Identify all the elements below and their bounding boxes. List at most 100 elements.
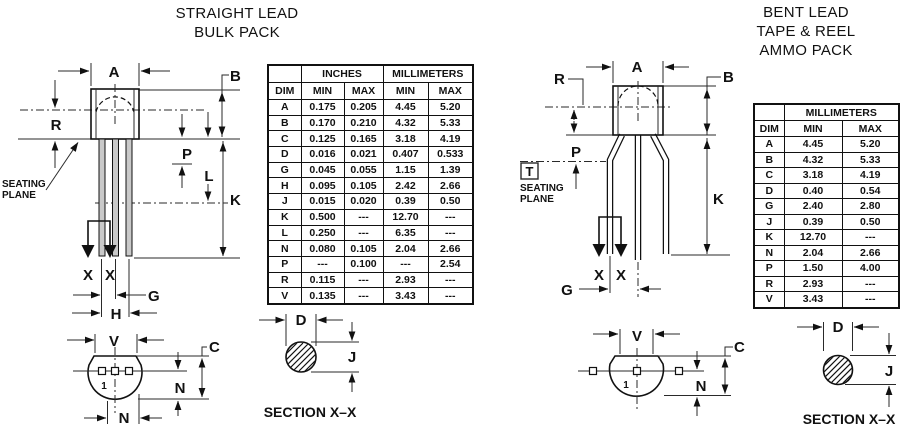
- table-cell: ---: [300, 255, 345, 273]
- table-cell: ---: [343, 208, 384, 226]
- dim-label-g: G: [148, 288, 160, 305]
- dim-label-r: R: [554, 71, 565, 88]
- corner-cell: [753, 103, 785, 121]
- table-cell: ---: [841, 275, 900, 292]
- col-header-max: MAX: [841, 120, 900, 137]
- table-cell: V: [753, 291, 785, 308]
- table-cell: 0.021: [343, 146, 384, 163]
- table-cell: 0.54: [841, 182, 900, 199]
- table-group-header-row: INCHES MILLIMETERS: [267, 64, 474, 83]
- title-line: BULK PACK: [194, 24, 280, 41]
- lead-cross-section: [822, 354, 854, 386]
- table-cell: 0.100: [343, 255, 384, 273]
- table-cell: V: [267, 287, 302, 305]
- table-cell: 4.19: [841, 167, 900, 184]
- section-label-x: X: [105, 267, 115, 284]
- dim-label-v: V: [109, 333, 119, 350]
- table-cell: ---: [841, 229, 900, 246]
- col-header-min: MIN: [382, 82, 429, 100]
- table-cell: A: [267, 99, 302, 116]
- table-cell: 5.33: [427, 114, 474, 132]
- dim-label-j: J: [885, 363, 893, 380]
- table-header-row: DIM MIN MAX MIN MAX: [267, 82, 474, 100]
- table-cell: 0.407: [382, 146, 429, 163]
- title-line: BENT LEAD: [763, 4, 849, 21]
- table-cell: 1.50: [783, 260, 843, 277]
- table-cell: R: [753, 275, 785, 292]
- table-cell: 2.66: [427, 240, 474, 257]
- section-cut-arrows: [81, 220, 117, 258]
- lead-pad: [588, 366, 598, 376]
- table-cell: 2.04: [382, 240, 429, 257]
- lead-pad: [110, 366, 120, 376]
- section-label-x: X: [83, 267, 93, 284]
- datum-t-box: [520, 162, 539, 180]
- table-cell: N: [267, 240, 302, 257]
- body-bottom-outline: [608, 355, 665, 397]
- table-cell: G: [267, 161, 302, 179]
- table-cell: ---: [427, 287, 474, 305]
- table-cell: 0.205: [343, 99, 384, 116]
- seating-plane-label: PLANE: [520, 194, 554, 205]
- straight-lead-title: STRAIGHT LEAD BULK PACK: [122, 4, 352, 42]
- table-cell: J: [753, 213, 785, 230]
- table-cell: 1.15: [382, 161, 429, 179]
- table-cell: 4.45: [382, 99, 429, 116]
- extension-lines: [520, 61, 730, 297]
- dim-label-h: H: [111, 306, 122, 323]
- table-cell: 0.135: [300, 287, 345, 305]
- package-body: [612, 81, 664, 136]
- dim-label-d: D: [833, 319, 844, 336]
- table-cell: 5.20: [841, 136, 900, 153]
- table-cell: 4.00: [841, 260, 900, 277]
- dim-label-a: A: [109, 64, 120, 81]
- table-cell: 6.35: [382, 224, 429, 242]
- table-cell: P: [267, 255, 302, 273]
- table-cell: 0.533: [427, 146, 474, 163]
- table-cell: R: [267, 271, 302, 289]
- seating-plane-label: SEATING: [2, 179, 46, 190]
- table-cell: 0.40: [783, 182, 843, 199]
- table-cell: 2.40: [783, 198, 843, 215]
- dim-label-k: K: [713, 191, 724, 208]
- title-line: STRAIGHT LEAD: [175, 5, 299, 22]
- title-line: AMMO PACK: [759, 42, 853, 59]
- dim-label-n: N: [175, 380, 186, 397]
- corner-cell: [267, 64, 302, 83]
- table-cell: 0.020: [343, 193, 384, 210]
- dimension-lines: [67, 336, 207, 422]
- dim-label-b: B: [723, 69, 734, 86]
- table-header-row: DIM MIN MAX: [753, 120, 900, 137]
- title-line: TAPE & REEL: [756, 23, 856, 40]
- extension-lines: [94, 334, 209, 424]
- table-cell: 2.42: [382, 177, 429, 195]
- table-cell: 0.39: [783, 213, 843, 230]
- table-cell: 5.33: [841, 151, 900, 168]
- table-cell: 2.66: [841, 244, 900, 261]
- col-header-dim: DIM: [753, 120, 785, 137]
- dim-label-p: P: [571, 144, 581, 161]
- dimension-lines: [259, 316, 356, 392]
- hatching: [286, 342, 316, 372]
- table-cell: 0.015: [300, 193, 345, 210]
- dim-label-c: C: [734, 339, 745, 356]
- dim-label-d: D: [296, 312, 307, 329]
- extension-lines: [619, 329, 731, 396]
- dimension-lines: [45, 67, 229, 317]
- section-xx-caption: SECTION X–X: [803, 411, 896, 427]
- table-cell: 2.93: [783, 275, 843, 292]
